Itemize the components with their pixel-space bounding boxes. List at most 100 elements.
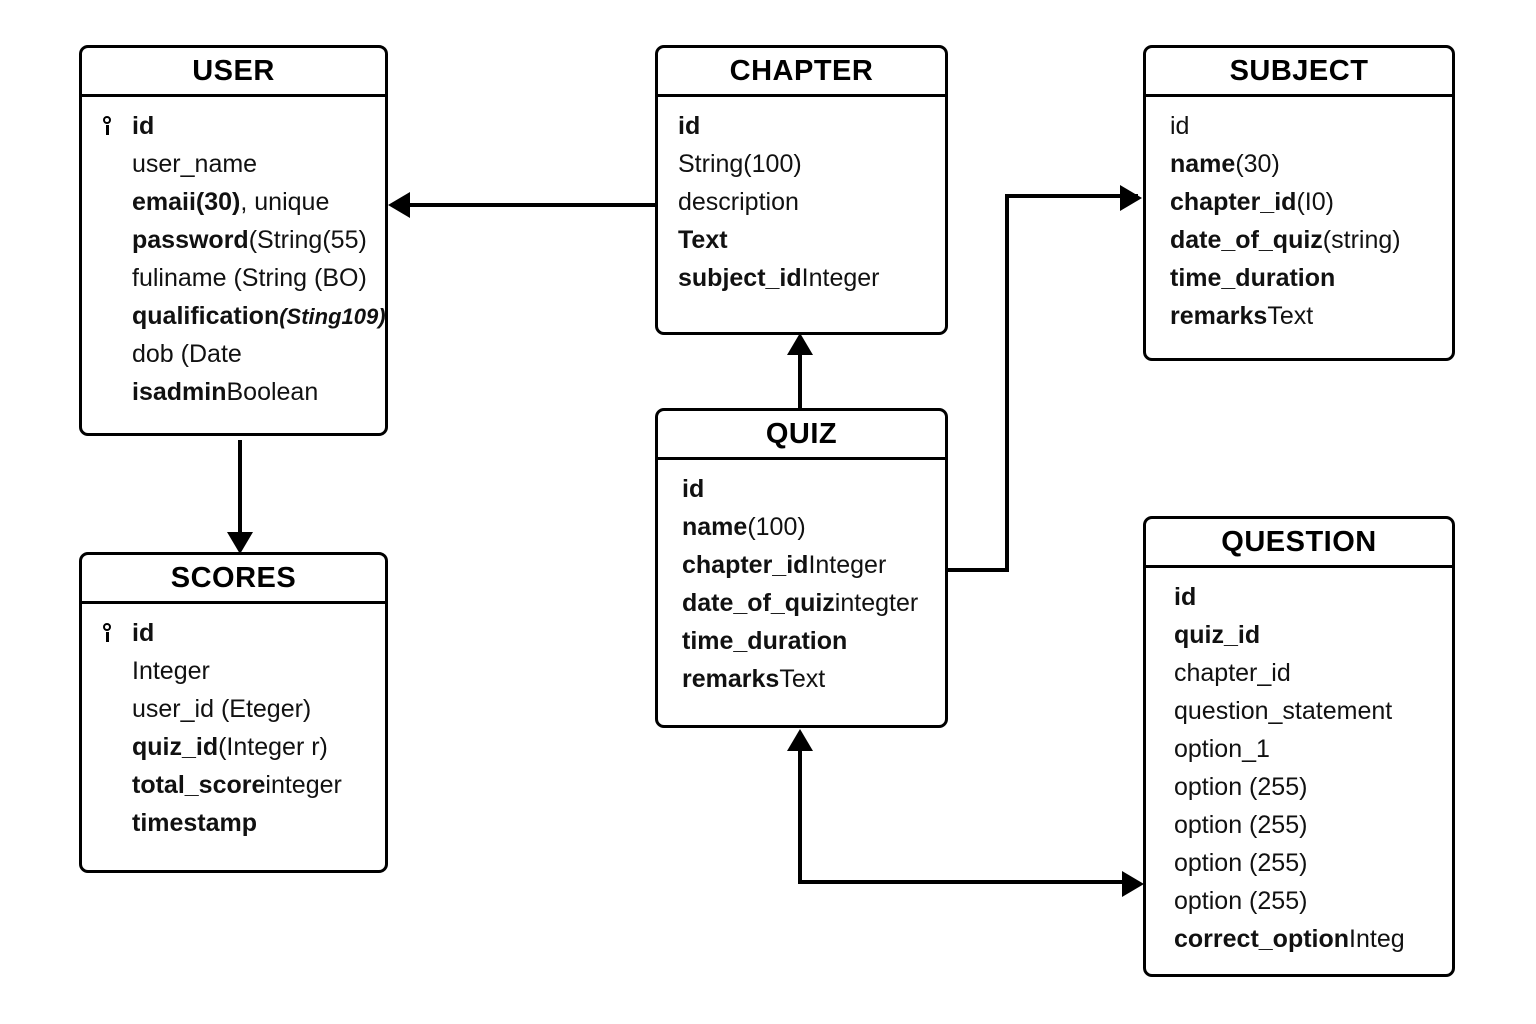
attribute-type: String(100) [678, 150, 802, 178]
entity-quiz[interactable]: QUIZ id name (100) chapter_id Integer da… [655, 408, 948, 728]
entity-scores-attributes: id Integer user_id (Eteger) quiz_id (Int… [82, 604, 385, 850]
attribute-type: Text [779, 665, 826, 693]
attribute-type: option (255) [1174, 887, 1308, 915]
attribute-type: integer [265, 771, 342, 799]
attribute-row: question_statement [1146, 692, 1452, 730]
attribute-name: subject_id [678, 264, 802, 292]
attribute-name: name [1170, 150, 1236, 178]
attribute-row: qualification (Sting109) [82, 297, 386, 335]
attribute-row: chapter_id [1146, 654, 1452, 692]
entity-question-attributes: id quiz_id chapter_id question_statement… [1146, 568, 1452, 966]
attribute-type: option (255) [1174, 811, 1308, 839]
connector-quiz-to-subject-lower [948, 568, 1009, 572]
entity-chapter-title: CHAPTER [658, 48, 945, 97]
attribute-name: qualification [132, 302, 280, 330]
attribute-row: user_name [82, 145, 385, 183]
attribute-type: integter [834, 589, 919, 617]
attribute-name: quiz_id [1174, 621, 1261, 649]
attribute-type: Integ [1349, 925, 1405, 953]
attribute-row: quiz_id [1146, 616, 1452, 654]
entity-quiz-attributes: id name (100) chapter_id Integer date_of… [658, 460, 945, 706]
attribute-row: String(100) [658, 145, 945, 183]
arrowhead-question-to-quiz [787, 729, 813, 751]
attribute-name: quiz_id [132, 733, 219, 761]
attribute-name: date_of_quiz [682, 589, 835, 617]
attribute-name: correct_option [1174, 925, 1350, 953]
attribute-row: quiz_id (Integer r) [82, 728, 385, 766]
attribute-type: Text [1267, 302, 1314, 330]
attribute-name: time_duration [682, 627, 848, 655]
attribute-type: (String(55) [248, 226, 367, 254]
attribute-type: description [678, 188, 799, 216]
attribute-row: Integer [82, 652, 385, 690]
entity-chapter-attributes: id String(100) description Text subject_… [658, 97, 945, 305]
attribute-row: id [82, 614, 385, 652]
arrowhead-quiz-to-subject [1120, 185, 1142, 211]
entity-subject-attributes: id name (30) chapter_id (I0) date_of_qui… [1146, 97, 1452, 343]
connector-quiz-to-subject-riser [1005, 194, 1009, 572]
entity-scores-title: SCORES [82, 555, 385, 604]
attribute-type: (100) [747, 513, 806, 541]
attribute-row: id [658, 107, 945, 145]
attribute-type: fuliname (String (BO) [132, 264, 367, 292]
attribute-name: date_of_quiz [1170, 226, 1323, 254]
attribute-row: remarks Text [1146, 297, 1452, 335]
arrowhead-chapter-to-user [388, 192, 410, 218]
attribute-row: id [82, 107, 385, 145]
attribute-row: timestamp [82, 804, 385, 842]
attribute-name: emaii(30) [132, 188, 241, 216]
attribute-type: Integer [808, 551, 887, 579]
attribute-type: chapter_id [1174, 659, 1291, 687]
attribute-row: id [1146, 578, 1452, 616]
attribute-row: total_score integer [82, 766, 385, 804]
attribute-type: id [1170, 112, 1190, 140]
attribute-name: remarks [682, 665, 780, 693]
connector-user-to-scores [238, 440, 242, 536]
attribute-row: date_of_quiz integter [658, 584, 945, 622]
attribute-row: chapter_id (I0) [1146, 183, 1452, 221]
attribute-name: name [682, 513, 748, 541]
attribute-name: id [132, 112, 155, 140]
attribute-row: chapter_id Integer [658, 546, 945, 584]
attribute-row: isadmin Boolean [82, 373, 385, 411]
entity-question-title: QUESTION [1146, 519, 1452, 568]
entity-scores[interactable]: SCORES id Integer user_id (Eteger) quiz_… [79, 552, 388, 873]
attribute-name: id [678, 112, 701, 140]
attribute-name: id [1174, 583, 1197, 611]
attribute-name: chapter_id [1170, 188, 1297, 216]
attribute-name: time_duration [1170, 264, 1336, 292]
entity-subject-title: SUBJECT [1146, 48, 1452, 97]
entity-user[interactable]: USER id user_name emaii(30), unique pass… [79, 45, 388, 436]
attribute-name: chapter_id [682, 551, 809, 579]
entity-user-title: USER [82, 48, 385, 97]
attribute-row: option_1 [1146, 730, 1452, 768]
attribute-name: id [682, 475, 705, 503]
attribute-type-italic: (Sting109) [279, 304, 386, 329]
attribute-name: total_score [132, 771, 266, 799]
attribute-type: (I0) [1296, 188, 1334, 216]
connector-quiz-to-question [798, 880, 1128, 884]
attribute-type: (Integer r) [218, 733, 328, 761]
attribute-name: isadmin [132, 378, 227, 406]
attribute-type: dob (Date [132, 340, 242, 368]
connector-question-to-quiz-riser [798, 748, 802, 884]
entity-question[interactable]: QUESTION id quiz_id chapter_id question_… [1143, 516, 1455, 977]
attribute-row: name (30) [1146, 145, 1452, 183]
entity-chapter[interactable]: CHAPTER id String(100) description Text … [655, 45, 948, 335]
attribute-name: password [132, 226, 249, 254]
attribute-row: emaii(30), unique [82, 183, 385, 221]
attribute-type: user_id (Eteger) [132, 695, 312, 723]
attribute-row: password (String(55) [82, 221, 385, 259]
attribute-type: Integer [801, 264, 880, 292]
attribute-type: question_statement [1174, 697, 1393, 725]
attribute-row: fuliname (String (BO) [82, 259, 385, 297]
primary-key-icon [102, 614, 132, 652]
attribute-type: option_1 [1174, 735, 1270, 763]
attribute-type: option (255) [1174, 773, 1308, 801]
attribute-type: option (255) [1174, 849, 1308, 877]
primary-key-icon [102, 107, 132, 145]
entity-subject[interactable]: SUBJECT id name (30) chapter_id (I0) dat… [1143, 45, 1455, 361]
attribute-row: id [1146, 107, 1452, 145]
attribute-name: id [132, 619, 155, 647]
